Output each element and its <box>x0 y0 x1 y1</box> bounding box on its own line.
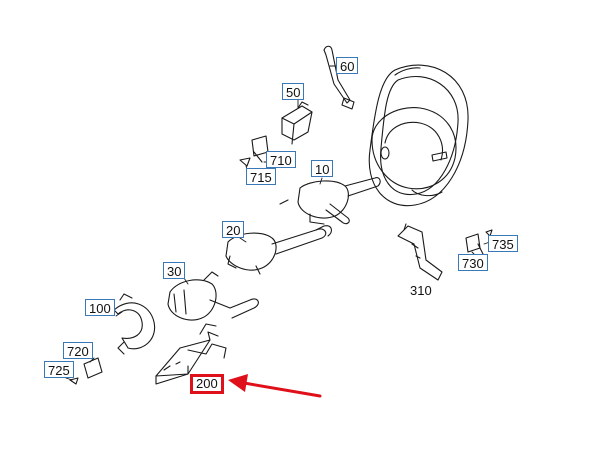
leader-lines <box>65 65 491 381</box>
callout-200-highlighted: 200 <box>190 374 224 394</box>
part-100-illustration <box>113 293 156 355</box>
part-720-725-illustration <box>69 357 103 385</box>
label-310: 310 <box>410 283 432 298</box>
callout-20: 20 <box>222 221 245 238</box>
callout-60: 60 <box>336 57 359 74</box>
part-310-illustration <box>397 223 443 281</box>
callout-10: 10 <box>311 160 334 177</box>
part-30-illustration <box>167 271 259 321</box>
callout-50: 50 <box>282 83 305 100</box>
callout-735: 735 <box>488 235 518 252</box>
callout-710: 710 <box>266 151 296 168</box>
part-200-illustration <box>155 323 227 385</box>
callout-720: 720 <box>63 342 93 359</box>
callout-730: 730 <box>458 254 488 271</box>
callout-725: 725 <box>44 361 74 378</box>
part-10-illustration <box>279 177 381 225</box>
highlight-arrow <box>228 374 322 398</box>
part-20-illustration <box>225 225 333 275</box>
callout-30: 30 <box>163 262 186 279</box>
part-710-715-illustration <box>239 135 269 167</box>
callout-100: 100 <box>85 299 115 316</box>
part-60-illustration <box>323 45 355 110</box>
steering-wheel-illustration <box>368 64 469 207</box>
part-50-illustration <box>281 101 313 145</box>
callout-715: 715 <box>246 168 276 185</box>
